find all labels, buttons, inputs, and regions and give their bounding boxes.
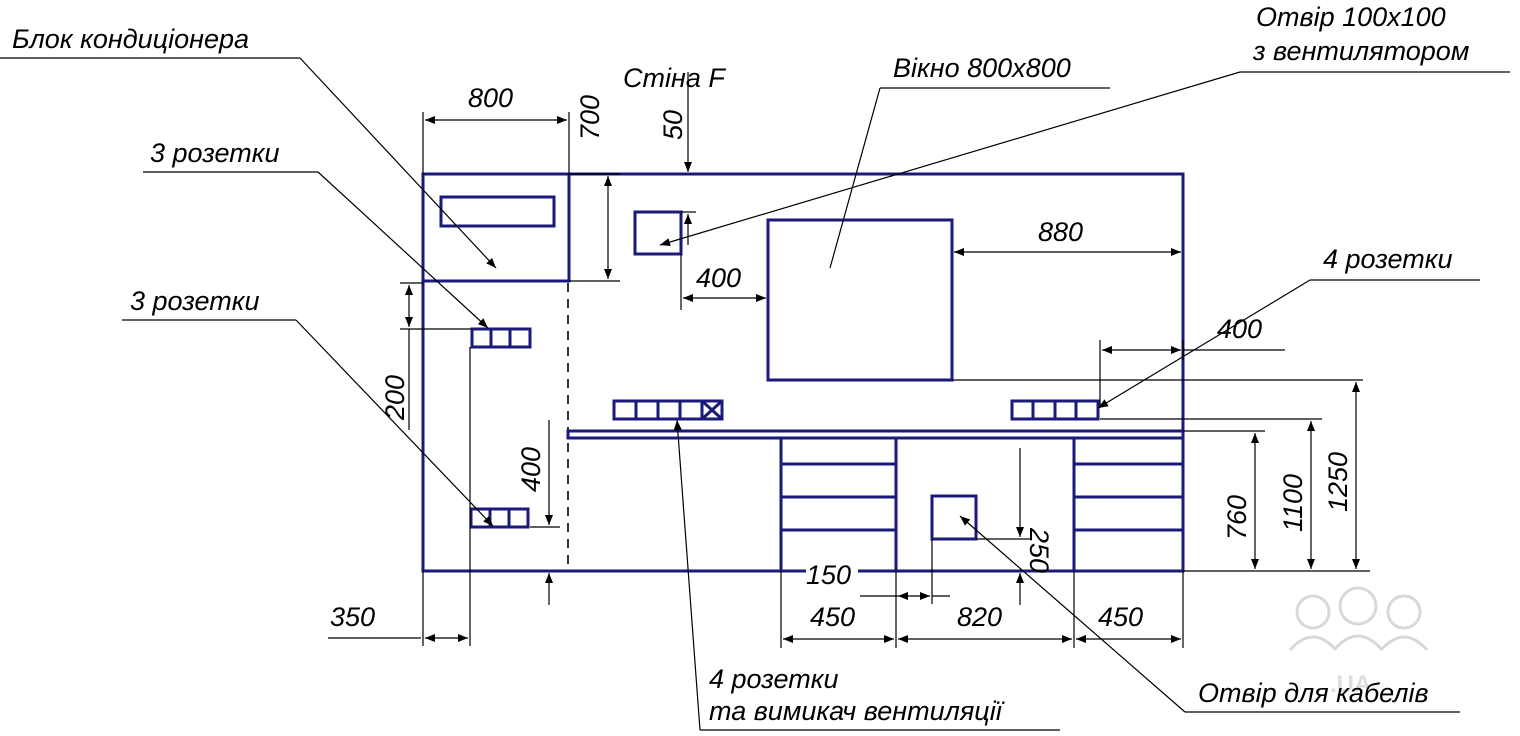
dim-left-offset: 350 bbox=[330, 602, 375, 632]
socket-group-middle bbox=[612, 399, 724, 421]
dim-window-right: 880 bbox=[1038, 217, 1083, 247]
callout-cable-hole: Отвір для кабелів bbox=[1198, 678, 1429, 708]
dim-right-sockets-height: 1100 bbox=[1278, 474, 1308, 532]
callout-sockets-4-bottom-line2: та вимикач вентиляції bbox=[709, 696, 1005, 726]
callout-wall: Стіна F bbox=[623, 63, 726, 93]
callout-ac-unit: Блок кондиціонера bbox=[12, 24, 249, 54]
dim-left-cabinet-width: 450 bbox=[810, 602, 855, 632]
dim-ac-height: 700 bbox=[575, 95, 605, 140]
socket-group-right bbox=[1010, 399, 1100, 421]
dim-window-gap: 400 bbox=[696, 263, 741, 293]
dim-left-sockets-spacing: 200 bbox=[380, 375, 410, 421]
right-cabinet bbox=[1072, 438, 1183, 571]
label-mask bbox=[806, 562, 858, 588]
left-cabinet bbox=[779, 438, 898, 571]
dim-cable-hole-height: 250 bbox=[1024, 527, 1054, 573]
callout-sockets-4-right: 4 розетки bbox=[1323, 244, 1452, 274]
cable-hole bbox=[930, 494, 978, 541]
table-top bbox=[566, 429, 1185, 440]
dim-vent-offset: 50 bbox=[658, 110, 688, 140]
ac-unit bbox=[421, 172, 571, 283]
dim-cable-hole-offset: 150 bbox=[806, 560, 851, 590]
dim-table-top: 760 bbox=[1222, 495, 1252, 540]
dim-left-lower-socket-height: 400 bbox=[516, 447, 546, 492]
callout-vent-hole-line1: Отвір 100х100 bbox=[1256, 2, 1446, 32]
wall-outline bbox=[421, 172, 1185, 573]
dim-right-sockets-offset: 400 bbox=[1217, 314, 1262, 344]
dim-ac-width: 800 bbox=[468, 83, 513, 113]
svg-text:.UA: .UA bbox=[1330, 671, 1371, 698]
callout-sockets-3-lower: 3 розетки bbox=[130, 286, 259, 316]
socket-group-upper-left bbox=[470, 327, 532, 349]
dim-middle-gap-width: 820 bbox=[957, 602, 1002, 632]
callout-window: Вікно 800х800 bbox=[893, 53, 1071, 83]
window bbox=[766, 218, 954, 382]
watermark: .UA bbox=[1288, 586, 1429, 698]
dim-window-bottom: 1250 bbox=[1323, 452, 1353, 512]
callout-vent-hole-line2: з вентилятором bbox=[1252, 36, 1469, 66]
callout-sockets-4-bottom-line1: 4 розетки bbox=[709, 664, 838, 694]
vent-hole bbox=[633, 210, 683, 256]
callout-sockets-3-upper: 3 розетки bbox=[150, 138, 279, 168]
dim-right-cabinet-width: 450 bbox=[1098, 602, 1143, 632]
